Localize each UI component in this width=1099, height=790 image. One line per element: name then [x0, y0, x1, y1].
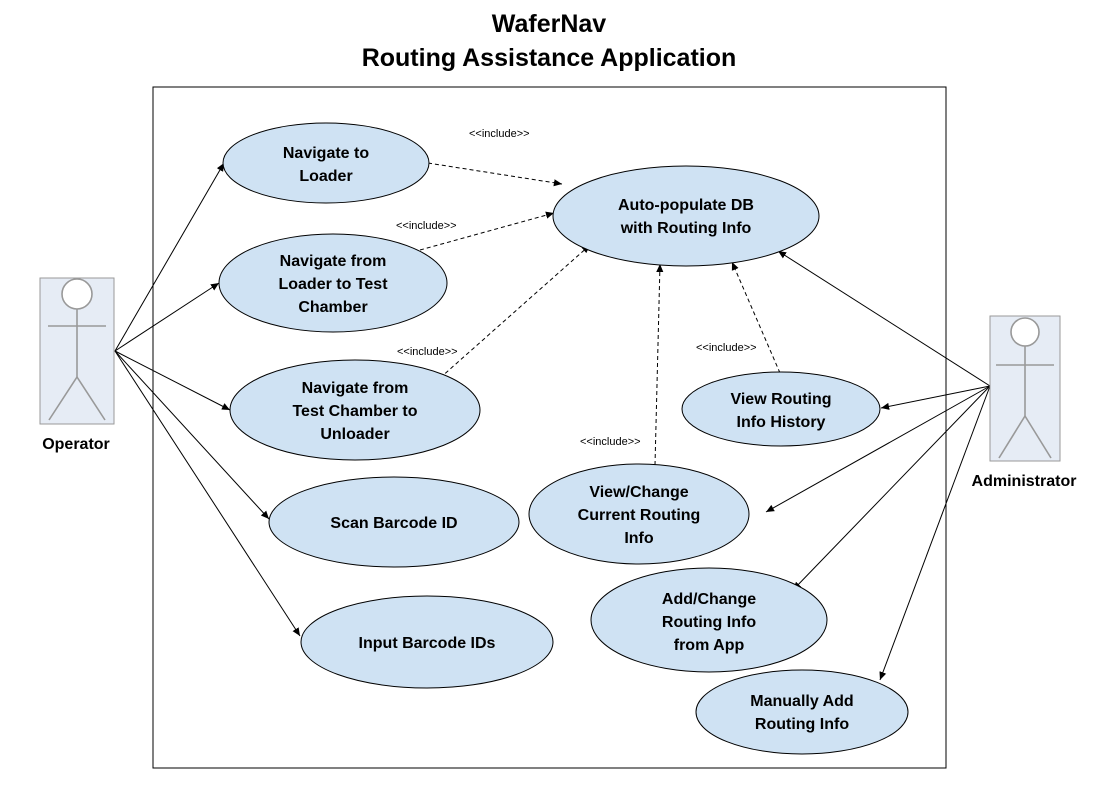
- usecase-scan-barcode-id[interactable]: Scan Barcode ID: [268, 476, 520, 568]
- usecase-view-routing-info-history[interactable]: View Routing Info History: [681, 371, 881, 447]
- usecase-label: Info History: [737, 414, 826, 431]
- usecase-label: Loader to Test: [278, 276, 388, 293]
- usecase-view-change-current-routing-info[interactable]: View/Change Current Routing Info: [528, 463, 750, 565]
- usecase-manually-add-routing-info[interactable]: Manually Add Routing Info: [695, 669, 909, 755]
- diagram-title-line2: Routing Assistance Application: [362, 44, 737, 72]
- usecase-label: Info: [624, 530, 654, 547]
- usecase-label: Loader: [299, 168, 352, 185]
- usecase-label: Current Routing: [578, 507, 701, 524]
- actor-label: Operator: [42, 436, 110, 453]
- stick-figure-icon: [996, 317, 1054, 459]
- usecase-auto-populate-db[interactable]: Auto-populate DB with Routing Info: [552, 165, 820, 267]
- usecase-label: Test Chamber to: [292, 403, 417, 420]
- usecase-navigate-to-loader[interactable]: Navigate to Loader: [222, 122, 430, 204]
- system-boundary: [152, 86, 947, 769]
- usecase-label: Manually Add: [750, 693, 853, 710]
- usecase-add-change-routing-info-from-app[interactable]: Add/Change Routing Info from App: [590, 567, 828, 673]
- usecase-label: View Routing: [730, 391, 831, 408]
- stick-figure-icon: [48, 278, 106, 421]
- include-dependencies: [419, 162, 781, 466]
- actor-administrator[interactable]: Administrator: [972, 315, 1077, 490]
- usecase-label: Auto-populate DB: [618, 197, 754, 214]
- administrator-associations: [765, 250, 991, 681]
- usecase-navigate-test-chamber-to-unloader[interactable]: Navigate from Test Chamber to Unloader: [229, 359, 481, 461]
- usecase-label: Navigate from: [280, 253, 387, 270]
- usecase-input-barcode-ids[interactable]: Input Barcode IDs: [300, 595, 554, 689]
- usecase-label: Navigate from: [302, 380, 409, 397]
- usecase-label: Routing Info: [662, 614, 756, 631]
- usecase-label: Scan Barcode ID: [330, 515, 457, 532]
- usecase-navigate-loader-to-test-chamber[interactable]: Navigate from Loader to Test Chamber: [218, 233, 448, 333]
- usecase-label: Navigate to: [283, 145, 369, 162]
- usecase-label: View/Change: [589, 484, 688, 501]
- include-label: <<include>>: [580, 436, 641, 448]
- operator-associations: [114, 162, 301, 637]
- usecase-label: Unloader: [320, 426, 389, 443]
- diagram-title-line1: WaferNav: [492, 10, 606, 38]
- include-label: <<include>>: [396, 220, 457, 232]
- actor-operator[interactable]: Operator: [39, 277, 115, 453]
- usecase-label: with Routing Info: [620, 220, 752, 237]
- usecase-label: from App: [674, 637, 745, 654]
- usecase-label: Add/Change: [662, 591, 756, 608]
- actor-label: Administrator: [972, 473, 1077, 490]
- usecase-label: Chamber: [298, 299, 367, 316]
- usecase-label: Routing Info: [755, 716, 849, 733]
- include-label: <<include>>: [397, 346, 458, 358]
- usecase-label: Input Barcode IDs: [359, 635, 496, 652]
- include-label: <<include>>: [696, 342, 757, 354]
- include-label: <<include>>: [469, 128, 530, 140]
